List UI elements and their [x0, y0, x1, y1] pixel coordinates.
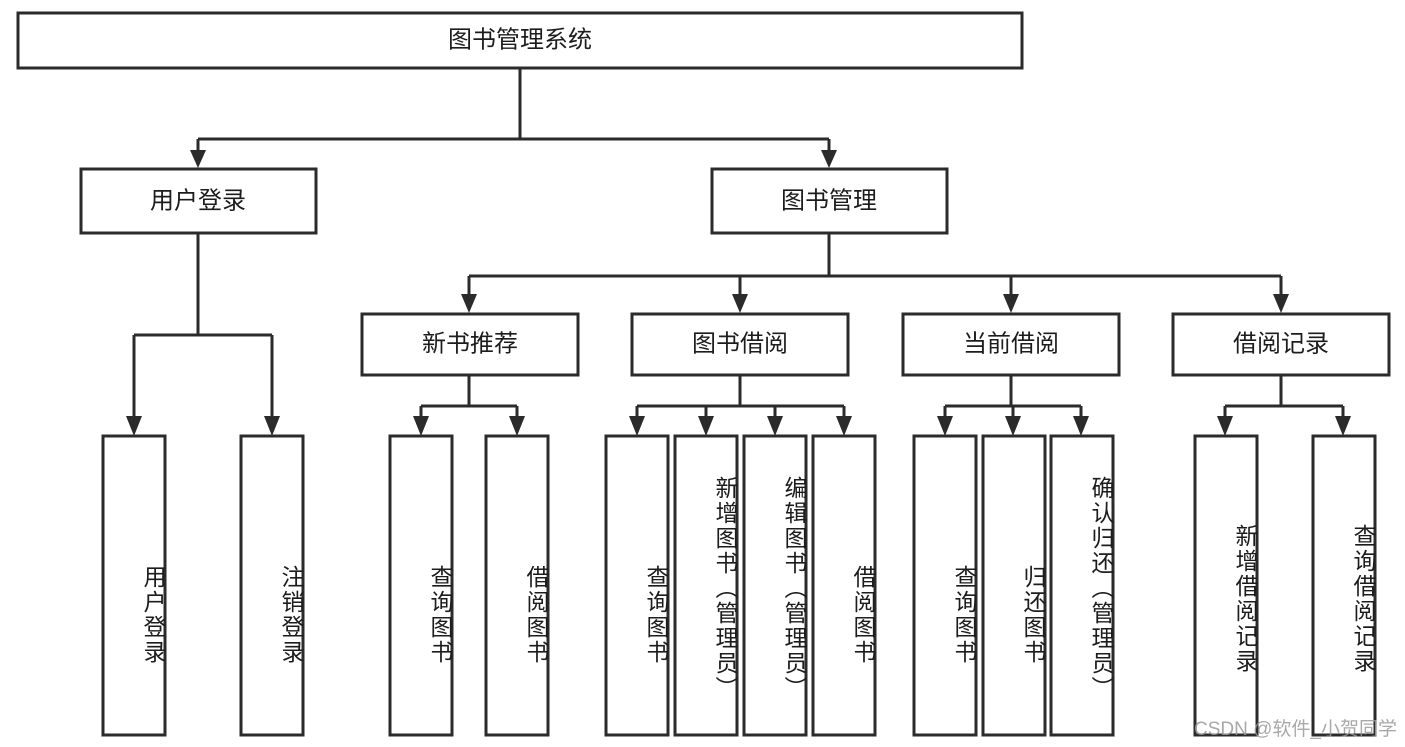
arrow-head-icon — [190, 150, 206, 168]
leaf-box-edit-book[interactable] — [742, 434, 808, 737]
connector-newbook-to-leaves — [413, 376, 525, 436]
node-root-box[interactable] — [16, 11, 1024, 70]
node-root-label: 图书管理系统 — [448, 26, 592, 53]
arrow-head-icon — [698, 416, 714, 436]
leaf-box-add-record[interactable] — [1193, 434, 1259, 737]
node-book-borrow-box[interactable] — [630, 312, 850, 377]
leaf-box-query-book-3[interactable] — [912, 434, 978, 737]
arrow-head-icon — [264, 416, 280, 436]
arrow-head-icon — [413, 416, 429, 436]
leaf-box-user-login[interactable] — [101, 434, 167, 737]
node-user-login-label: 用户登录 — [150, 187, 246, 214]
arrow-head-icon — [836, 416, 852, 436]
node-book-borrow[interactable]: 图书借阅 — [630, 312, 850, 377]
node-new-book-recommend-box[interactable] — [360, 312, 580, 377]
node-book-management-label: 图书管理 — [781, 187, 877, 214]
arrow-head-icon — [1003, 294, 1019, 313]
node-borrow-record[interactable]: 借阅记录 — [1171, 312, 1391, 377]
leaf-box-borrow-book-1[interactable] — [484, 434, 550, 737]
leaf-box-confirm-return[interactable] — [1049, 434, 1115, 737]
node-current-borrow-box[interactable] — [901, 312, 1121, 377]
node-book-management-box[interactable] — [710, 167, 949, 235]
arrow-head-icon — [767, 416, 783, 436]
node-borrow-record-box[interactable] — [1171, 312, 1391, 377]
arrow-head-icon — [937, 416, 953, 436]
node-book-borrow-label: 图书借阅 — [692, 330, 788, 357]
arrow-head-icon — [732, 294, 748, 313]
node-user-login-box[interactable] — [79, 167, 318, 235]
arrow-head-icon — [821, 150, 837, 168]
connector-booklmgmt-to-level3 — [461, 234, 1289, 313]
connector-bookborrow-to-leaves — [629, 376, 852, 436]
connector-borrowrecord-to-leaves — [1217, 376, 1351, 436]
arrow-head-icon — [1005, 416, 1021, 436]
node-current-borrow[interactable]: 当前借阅 — [901, 312, 1121, 377]
leaf-box-query-book-2[interactable] — [604, 434, 670, 737]
leaf-box-add-book[interactable] — [673, 434, 739, 737]
node-new-book-recommend[interactable]: 新书推荐 — [360, 312, 580, 377]
arrow-head-icon — [1335, 416, 1351, 436]
leaf-box-borrow-book-2[interactable] — [811, 434, 877, 737]
node-book-management[interactable]: 图书管理 — [710, 167, 949, 235]
arrow-head-icon — [1273, 294, 1289, 313]
connector-currentborrow-to-leaves — [937, 376, 1089, 436]
leaf-box-query-book-1[interactable] — [388, 434, 454, 737]
watermark-text: CSDN @软件_小贺同学 — [1194, 719, 1397, 740]
node-borrow-record-label: 借阅记录 — [1233, 330, 1329, 357]
connector-userlogin-to-leaves — [126, 234, 280, 436]
arrow-head-icon — [509, 416, 525, 436]
node-current-borrow-label: 当前借阅 — [963, 330, 1059, 357]
node-new-book-recommend-label: 新书推荐 — [422, 330, 518, 357]
arrow-head-icon — [461, 294, 477, 313]
leaf-box-logout[interactable] — [239, 434, 305, 737]
connector-root-to-level2 — [190, 69, 837, 168]
leaf-box-return-book[interactable] — [981, 434, 1047, 737]
arrow-head-icon — [1073, 416, 1089, 436]
node-user-login[interactable]: 用户登录 — [79, 167, 318, 235]
arrow-head-icon — [126, 416, 142, 436]
node-root[interactable]: 图书管理系统 — [16, 11, 1024, 70]
arrow-head-icon — [1217, 416, 1233, 436]
leaf-box-query-record[interactable] — [1311, 434, 1377, 737]
arrow-head-icon — [629, 416, 645, 436]
